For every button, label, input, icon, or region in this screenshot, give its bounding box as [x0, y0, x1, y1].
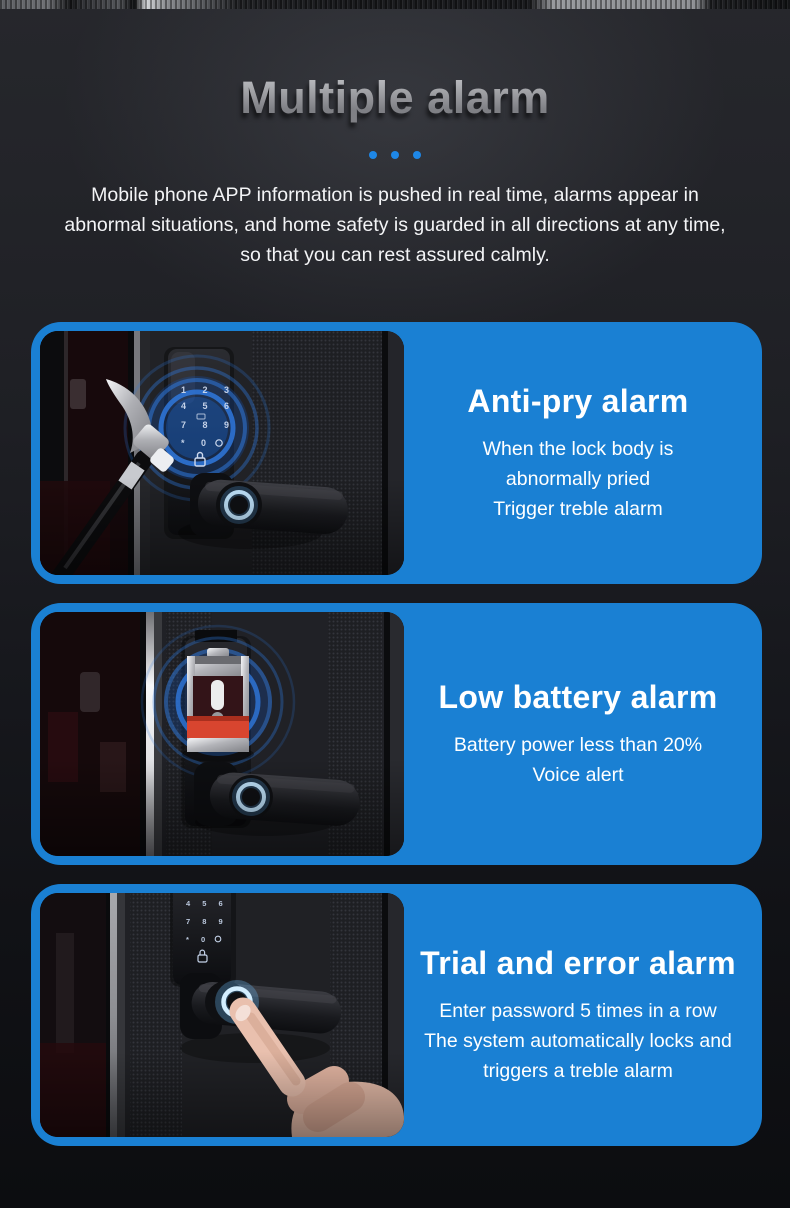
- page-title: Multiple alarm: [0, 0, 790, 124]
- anti-pry-photo: 1 2 3 4 5 6 7 8 9 * 0: [40, 331, 404, 575]
- feature-card-trial-error: 4 5 6 7 8 9 * 0: [31, 884, 762, 1146]
- card-line: Enter password 5 times in a row: [439, 999, 717, 1022]
- lock-hammer-scene: 1 2 3 4 5 6 7 8 9 * 0: [40, 331, 404, 575]
- card-title: Low battery alarm: [438, 678, 718, 715]
- card-title: Trial and error alarm: [420, 944, 736, 981]
- card-text-block: Trial and error alarm Enter password 5 t…: [404, 884, 752, 1146]
- feature-card-low-battery: Low battery alarm Battery power less tha…: [31, 603, 762, 865]
- card-line: The system automatically locks and: [424, 1029, 732, 1052]
- lock-finger-scene: 4 5 6 7 8 9 * 0: [40, 893, 404, 1137]
- card-line: Voice alert: [532, 763, 624, 786]
- dot-icon: [413, 151, 421, 159]
- dot-icon: [369, 151, 377, 159]
- low-battery-photo: [40, 612, 404, 856]
- card-line: triggers a treble alarm: [483, 1059, 673, 1082]
- card-text-block: Low battery alarm Battery power less tha…: [404, 603, 752, 865]
- metal-trim: [0, 0, 790, 9]
- card-title: Anti-pry alarm: [467, 382, 689, 419]
- card-line: Battery power less than 20%: [453, 733, 703, 756]
- dot-icon: [391, 151, 399, 159]
- title-divider-dots: [0, 151, 790, 159]
- card-line: abnormally pried: [505, 467, 651, 490]
- card-line: Trigger treble alarm: [493, 497, 663, 520]
- finger-press-photo: 4 5 6 7 8 9 * 0: [40, 893, 404, 1137]
- lock-battery-scene: [40, 612, 404, 856]
- card-text-block: Anti-pry alarm When the lock body is abn…: [404, 322, 752, 584]
- feature-card-anti-pry: 1 2 3 4 5 6 7 8 9 * 0: [31, 322, 762, 584]
- card-line: When the lock body is: [482, 437, 674, 460]
- intro-paragraph: Mobile phone APP information is pushed i…: [64, 184, 726, 266]
